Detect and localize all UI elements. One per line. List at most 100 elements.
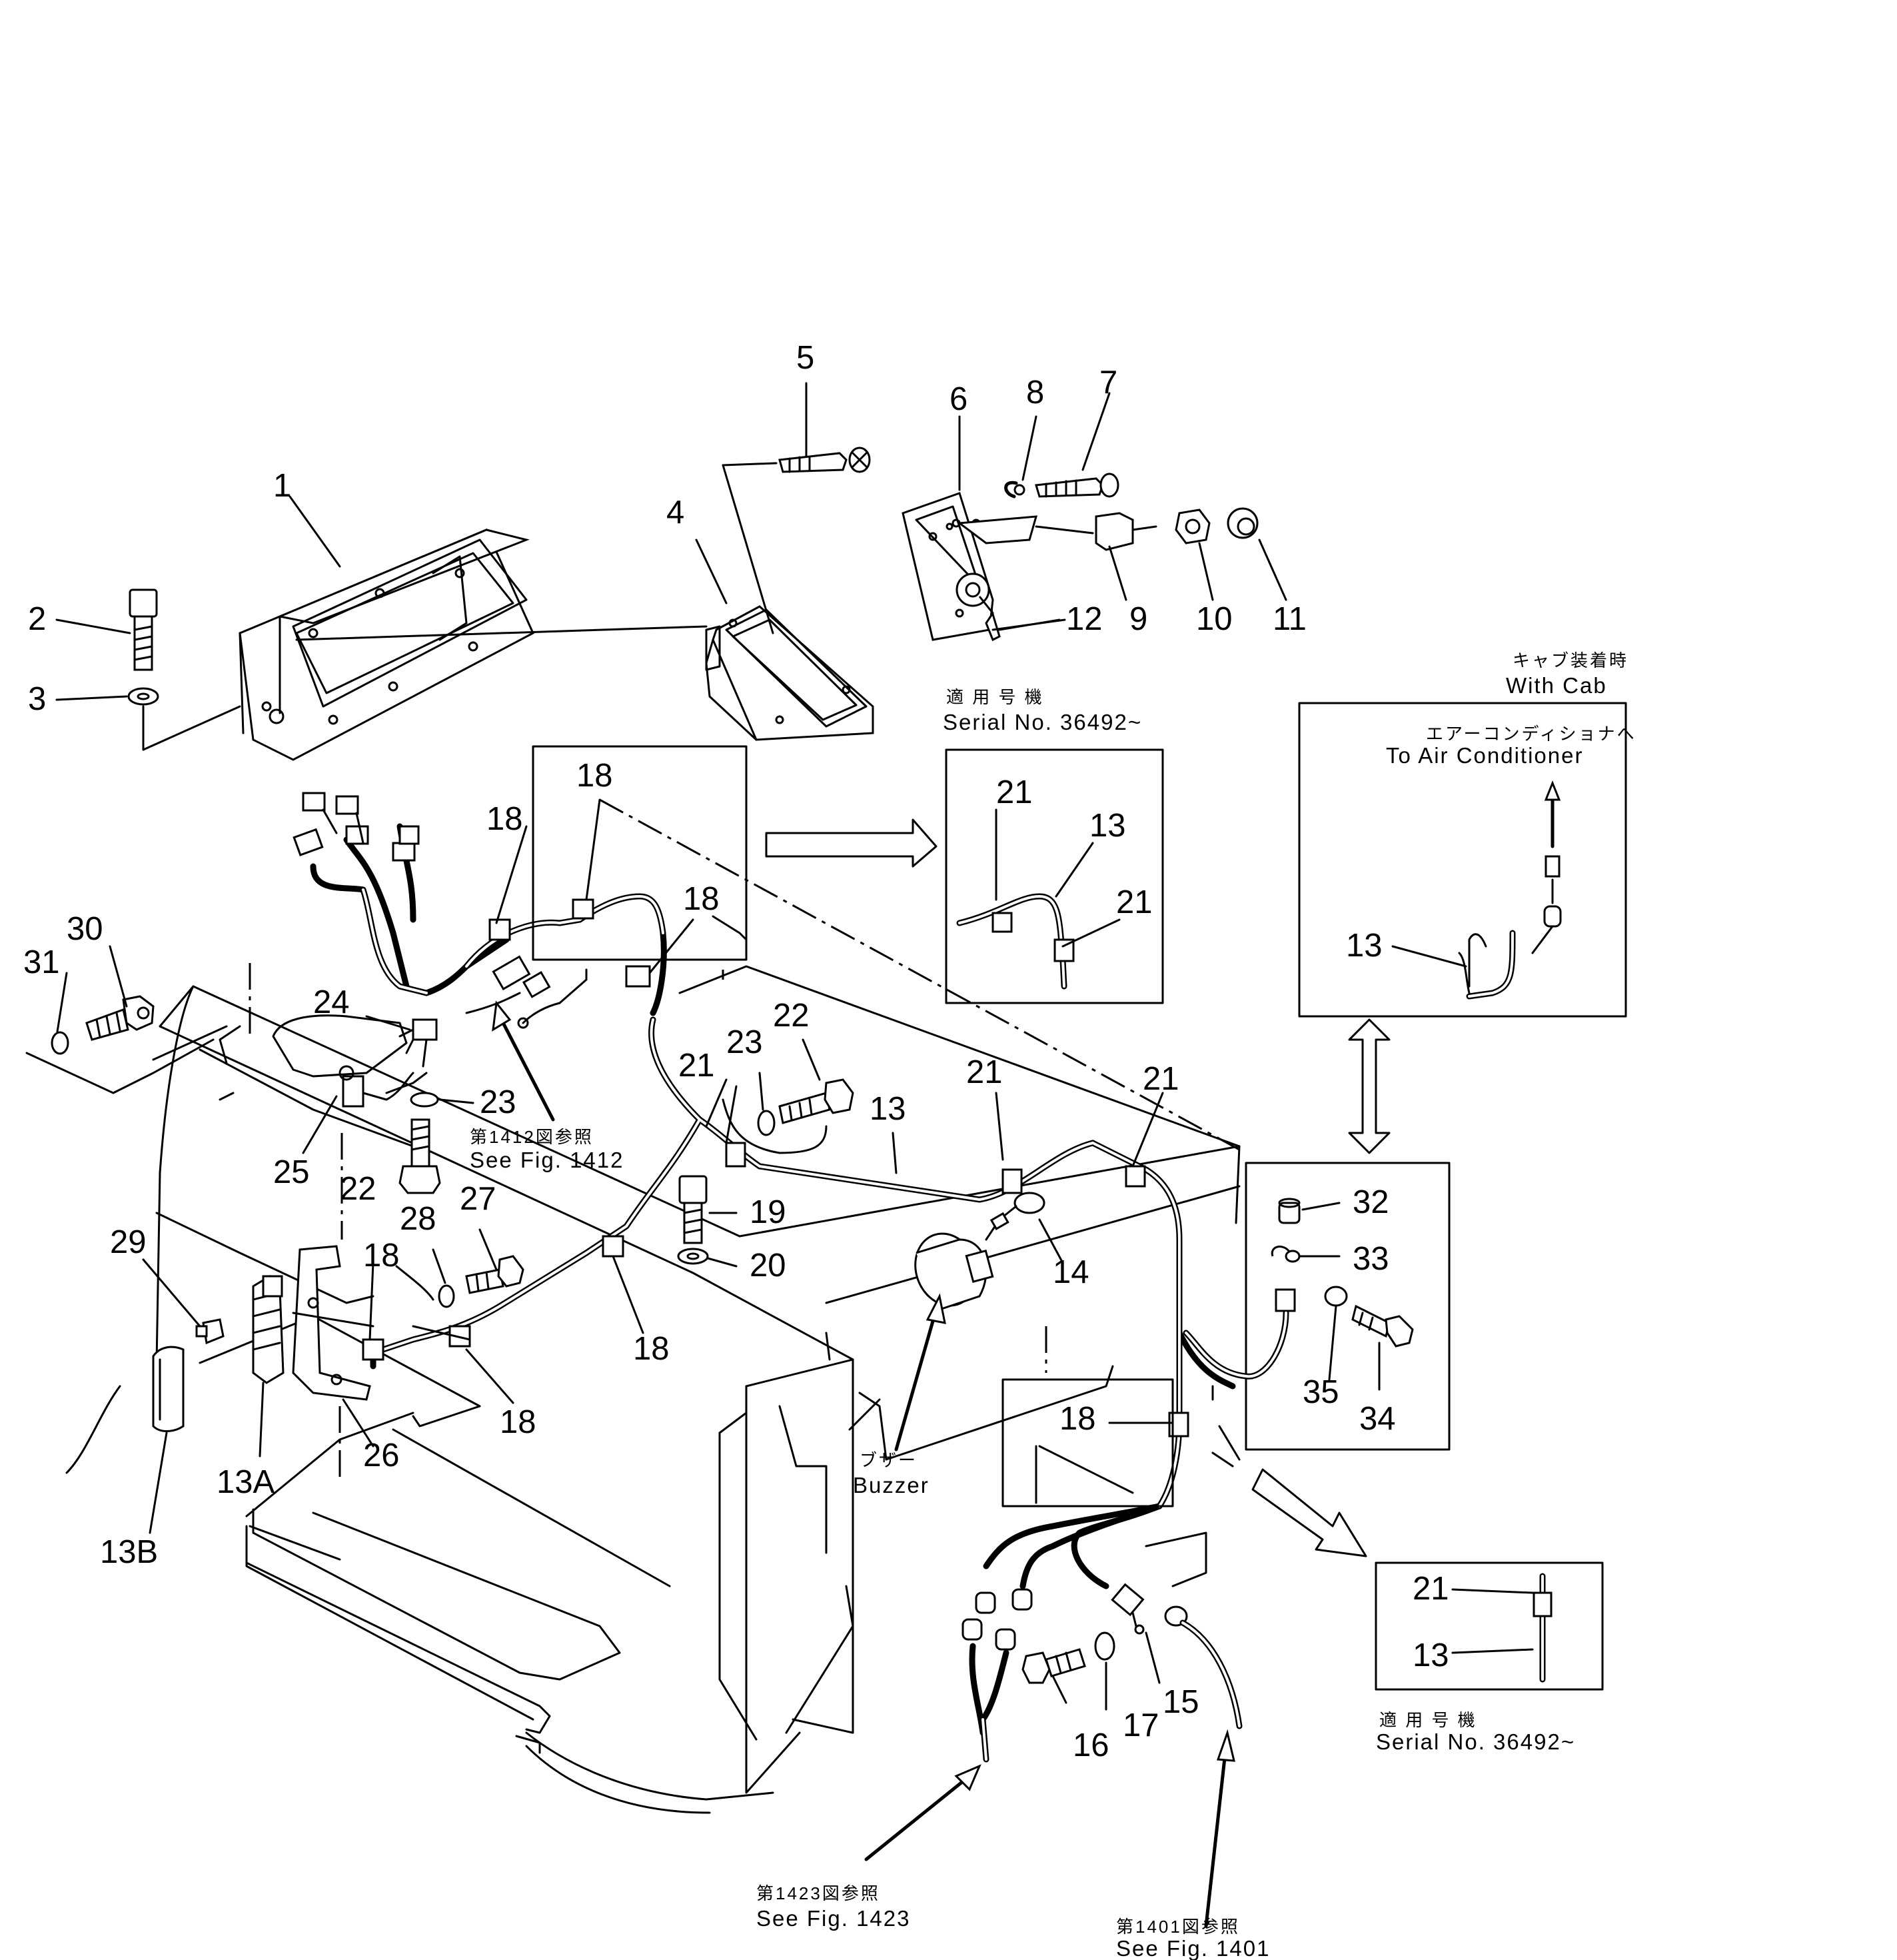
callout-32: 32 — [1353, 1184, 1389, 1220]
serial-top-en: Serial No. 36492~ — [943, 710, 1142, 734]
washer-20 — [677, 1248, 709, 1265]
with-cab-jp: キャブ装着時 — [1513, 650, 1628, 670]
callout-1: 1 — [273, 468, 291, 504]
callout-8: 8 — [1026, 375, 1044, 411]
callout-25: 25 — [273, 1154, 310, 1190]
callout-23-b: 23 — [480, 1084, 516, 1120]
nut-10 — [1175, 508, 1211, 544]
fig1412-jp: 第1412図参照 — [470, 1127, 594, 1147]
switch-plate-6 — [902, 492, 994, 641]
callout-13B: 13B — [100, 1534, 158, 1570]
callout-28: 28 — [400, 1201, 436, 1237]
machine-body-outline — [152, 798, 1241, 1814]
arrow-fig-1412 — [492, 1000, 555, 1122]
callout-18-d: 18 — [363, 1238, 400, 1274]
double-arrow — [1348, 1018, 1391, 1154]
inset1-callout-13: 13 — [1089, 808, 1126, 844]
sensor-25 — [338, 1018, 438, 1108]
fig1423-jp: 第1423図参照 — [756, 1883, 880, 1903]
callout-21-a: 21 — [678, 1048, 715, 1084]
callout-4: 4 — [666, 494, 684, 530]
washer-17 — [1094, 1631, 1115, 1661]
callout-9: 9 — [1129, 601, 1147, 637]
callout-17: 17 — [1123, 1707, 1159, 1743]
fig1401-en: See Fig. 1401 — [1116, 1936, 1270, 1960]
callout-23-a: 23 — [726, 1024, 763, 1060]
arrow-fig-1401 — [1204, 1729, 1235, 1928]
callout-18-a: 18 — [486, 801, 523, 837]
callout-labels: 1 2 3 4 5 6 7 8 9 10 11 12 13 13A 13B 14… — [23, 340, 1449, 1763]
serial-top-jp: 適 用 号 機 — [946, 687, 1044, 707]
callout-34: 34 — [1359, 1401, 1396, 1437]
aircon-jp: エアーコンディショナへ — [1426, 724, 1636, 744]
buzzer — [914, 1232, 994, 1311]
callout-24: 24 — [313, 984, 350, 1020]
inset3-callout-21: 21 — [1413, 1571, 1449, 1607]
fig1423-en: See Fig. 1423 — [756, 1906, 910, 1931]
serial-bottom-en: Serial No. 36492~ — [1376, 1729, 1575, 1754]
serial-bottom-jp: 適 用 号 機 — [1379, 1710, 1477, 1730]
main-harness — [293, 792, 1236, 1589]
bolt-16 — [1021, 1648, 1086, 1684]
callout-30: 30 — [67, 911, 103, 947]
callout-2: 2 — [28, 601, 46, 637]
callout-21-b: 21 — [966, 1054, 1003, 1090]
leader-lines — [55, 382, 1534, 1711]
inset-serial-bottom — [1375, 1561, 1604, 1691]
bolt-22-lower — [398, 1118, 441, 1194]
inset-parts-32-35 — [1183, 1162, 1451, 1451]
bolt-27 — [465, 1255, 524, 1294]
callout-18-e: 18 — [633, 1331, 670, 1367]
washer-31 — [51, 1031, 69, 1055]
callout-31: 31 — [23, 944, 60, 980]
callout-12: 12 — [1066, 601, 1103, 637]
callout-13A: 13A — [217, 1464, 275, 1500]
callout-27: 27 — [460, 1181, 496, 1217]
bolt-19 — [678, 1175, 708, 1244]
bolt-2 — [129, 588, 158, 671]
screw-7 — [1035, 473, 1119, 498]
bolt-22-upper — [778, 1078, 854, 1124]
callout-13: 13 — [870, 1091, 906, 1127]
callout-22-b: 22 — [340, 1171, 376, 1207]
callout-11: 11 — [1273, 601, 1307, 637]
bracket-26 — [292, 1245, 374, 1401]
arrow-buzzer — [894, 1293, 946, 1452]
detail-frame-18 — [1001, 1378, 1174, 1507]
aircon-en: To Air Conditioner — [1386, 743, 1583, 768]
callout-16: 16 — [1073, 1727, 1109, 1763]
callout-18-f: 18 — [500, 1404, 536, 1440]
inset2-callout-13: 13 — [1346, 928, 1383, 964]
connector-14 — [985, 1192, 1045, 1241]
washer-3 — [127, 687, 159, 706]
fig1412-en: See Fig. 1412 — [470, 1148, 624, 1172]
callout-29: 29 — [110, 1224, 147, 1260]
callout-19: 19 — [750, 1194, 786, 1230]
washer-23 — [410, 1092, 439, 1108]
clip-8 — [1004, 481, 1018, 498]
inset1-callout-21-b: 21 — [1116, 884, 1153, 920]
arrow-to-inset — [765, 818, 938, 868]
detail-frame-harness — [532, 745, 748, 961]
callout-26: 26 — [363, 1438, 400, 1473]
instrument-panel-box — [239, 528, 708, 761]
cap-11 — [1227, 507, 1259, 539]
toggle-switch-9 — [956, 512, 1157, 551]
inset-with-cab — [1298, 702, 1627, 1018]
arrow-to-inset-bottom — [1251, 1468, 1367, 1557]
callout-3: 3 — [28, 681, 46, 717]
panel-cover-4 — [705, 605, 874, 741]
washer-28 — [438, 1284, 455, 1308]
arrow-fig-1423 — [864, 1764, 981, 1861]
callout-22-a: 22 — [773, 998, 810, 1034]
connector-block-13A — [252, 1275, 285, 1384]
callout-10: 10 — [1196, 601, 1233, 637]
bolt-30 — [85, 995, 155, 1041]
callout-18-c: 18 — [683, 881, 720, 917]
lower-connectors — [961, 1583, 1243, 1763]
callout-18-g: 18 — [1059, 1401, 1096, 1437]
buzzer-en: Buzzer — [853, 1473, 930, 1497]
screw-5 — [778, 447, 871, 473]
